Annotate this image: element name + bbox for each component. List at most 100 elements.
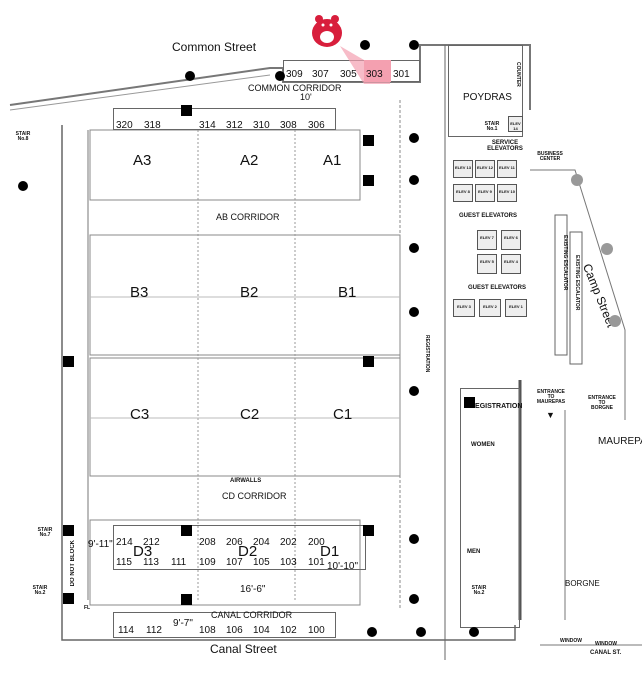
entrance-borgne[interactable]: ENTRANCE TO BORGNE	[588, 395, 616, 411]
room-label: 103	[280, 557, 297, 568]
dimension-d-right: 10'-10"	[327, 561, 359, 572]
room-label: 111	[171, 557, 187, 568]
pillar-icon	[63, 356, 74, 367]
column-icon	[409, 307, 419, 317]
room-label: 303	[366, 69, 383, 80]
area-registration[interactable]: REGISTRATION	[470, 403, 523, 410]
room-label: 208	[199, 537, 216, 548]
registration-restrooms-block	[460, 388, 520, 628]
elevator: ELEV 10	[497, 184, 517, 202]
room-label: 105	[253, 557, 270, 568]
pointer-wedge	[340, 46, 390, 84]
elevator: ELEV 13	[453, 160, 473, 178]
room-label: 212	[143, 537, 160, 548]
hall-a2[interactable]: A2	[240, 152, 259, 169]
hall-b3[interactable]: B3	[130, 284, 149, 301]
business-center[interactable]: BUSINESS CENTER	[537, 151, 563, 162]
stair-8: STAIR No.8	[15, 131, 31, 142]
pillar-icon	[181, 105, 192, 116]
hall-a3[interactable]: A3	[133, 152, 152, 169]
column-icon	[360, 40, 370, 50]
column-icon	[609, 315, 621, 327]
room-label: 200	[308, 537, 325, 548]
room-label: 102	[280, 625, 297, 636]
area-poydras[interactable]: POYDRAS	[463, 92, 512, 103]
corridor-common: COMMON CORRIDOR	[248, 83, 342, 93]
do-not-block-label: DO NOT BLOCK	[70, 540, 76, 587]
column-icon	[367, 627, 377, 637]
pillar-icon	[63, 593, 74, 604]
elevator: ELEV 2	[479, 299, 501, 317]
room-label: 106	[226, 625, 243, 636]
room-label: 312	[226, 120, 243, 131]
hall-d1[interactable]: D1	[320, 543, 340, 560]
arrow-down-icon: ▼	[546, 410, 555, 420]
dimension-d-below: 16'-6"	[240, 584, 266, 595]
window-label: WINDOW	[560, 638, 582, 644]
room-label: 301	[393, 69, 410, 80]
elevator: ELEV 14	[508, 116, 523, 132]
hall-b1[interactable]: B1	[338, 284, 357, 301]
column-icon	[409, 386, 419, 396]
column-icon	[185, 71, 195, 81]
room-label: 305	[340, 69, 357, 80]
room-label: 314	[199, 120, 216, 131]
area-borgne[interactable]: BORGNE	[565, 579, 600, 588]
elevator: ELEV 4	[501, 254, 521, 274]
rooms-a-row	[113, 108, 336, 130]
elevator: ELEV 5	[477, 254, 497, 274]
stair-2: STAIR No.2	[471, 585, 487, 596]
room-label: 101	[308, 557, 325, 568]
column-icon	[409, 133, 419, 143]
hall-c3[interactable]: C3	[130, 406, 150, 423]
room-label: 108	[199, 625, 216, 636]
column-icon	[275, 71, 285, 81]
escalator-label: EXISTING ESCALATOR	[562, 235, 568, 291]
hall-d3[interactable]: D3	[133, 543, 153, 560]
column-icon	[571, 174, 583, 186]
column-icon	[469, 627, 479, 637]
stair-7: STAIR No.7	[37, 527, 53, 538]
dimension-common: 10'	[300, 92, 312, 102]
area-maurepas[interactable]: MAUREPA	[598, 436, 642, 447]
stair-2-left: STAIR No.2	[32, 585, 48, 596]
room-label: 202	[280, 537, 297, 548]
column-icon	[409, 175, 419, 185]
service-elevators: SERVICE ELEVATORS	[487, 140, 523, 152]
room-label: 206	[226, 537, 243, 548]
stair-1: STAIR No.1	[484, 121, 500, 132]
corridor-canal: CANAL CORRIDOR	[211, 610, 293, 620]
hall-a1[interactable]: A1	[323, 152, 342, 169]
column-icon	[409, 40, 419, 50]
red-bear-mascot-icon[interactable]	[310, 12, 344, 48]
elevator: ELEV 8	[453, 184, 473, 202]
elevator: ELEV 6	[501, 230, 521, 250]
column-icon	[409, 243, 419, 253]
hall-c1[interactable]: C1	[333, 406, 353, 423]
street-canal-st: CANAL ST.	[590, 650, 622, 656]
fl-label: FL	[84, 605, 91, 611]
hall-b2[interactable]: B2	[240, 284, 259, 301]
room-label: 214	[116, 537, 133, 548]
guest-elevators-1: GUEST ELEVATORS	[459, 213, 518, 219]
rooms-d-block	[113, 525, 366, 570]
column-icon	[409, 594, 419, 604]
area-counter: COUNTER	[515, 62, 521, 87]
entrance-maurepas[interactable]: ENTRANCE TO MAUREPAS	[536, 389, 566, 405]
corridor-ab: AB CORRIDOR	[216, 212, 280, 222]
rooms-canal-row	[113, 612, 336, 638]
area-women: WOMEN	[471, 442, 495, 448]
room-label: 109	[199, 557, 216, 568]
room-label: 309	[286, 69, 303, 80]
hall-d2[interactable]: D2	[238, 543, 258, 560]
room-label: 308	[280, 120, 297, 131]
poydras-room	[448, 45, 523, 137]
room-label: 318	[144, 120, 161, 131]
pillar-icon	[363, 525, 374, 536]
pillar-icon	[363, 356, 374, 367]
column-icon	[601, 243, 613, 255]
elevator: ELEV 1	[505, 299, 527, 317]
room-label: 320	[116, 120, 133, 131]
hall-c2[interactable]: C2	[240, 406, 260, 423]
dimension-canal: 9'-7"	[173, 618, 193, 629]
